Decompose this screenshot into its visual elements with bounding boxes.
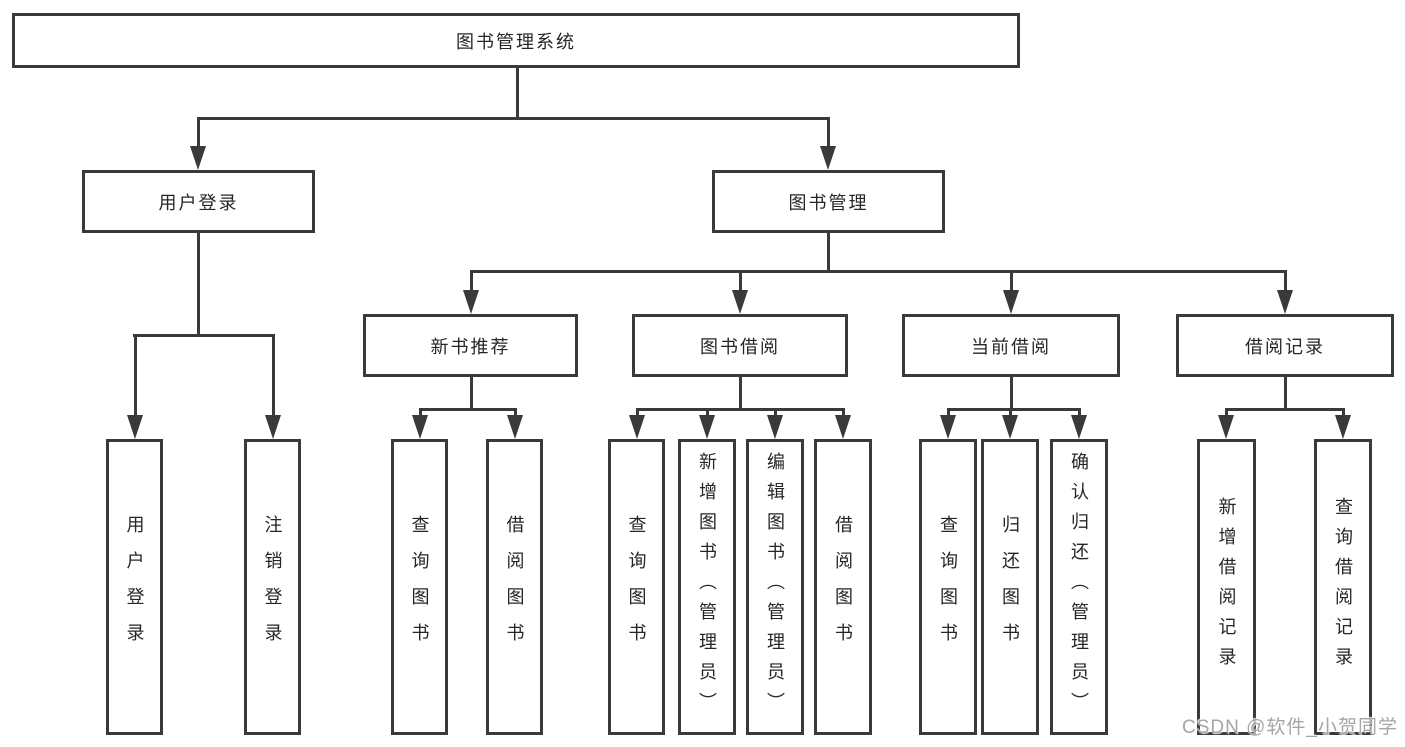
- node-book-mgmt-label: 图书管理: [788, 192, 869, 213]
- arrow-down-icon: [629, 415, 645, 439]
- node-book-mgmt: 图书管理: [712, 170, 945, 233]
- node-user-login-label: 用户登录: [158, 192, 239, 213]
- arrow-down-icon: [412, 415, 428, 439]
- connector-newbooks-stem: [470, 377, 473, 410]
- connector-leaf-stem: [1225, 408, 1228, 418]
- arrow-down-icon: [940, 415, 956, 439]
- node-user-login: 用户登录: [82, 170, 315, 233]
- connector-mgmt-bar: [470, 270, 1287, 273]
- node-leaf-return-books: 归还图书: [981, 439, 1039, 735]
- node-leaf-query-books-3: 查询图书: [919, 439, 977, 735]
- arrow-down-icon: [1335, 415, 1351, 439]
- arrow-down-icon: [127, 415, 143, 439]
- arrow-down-icon: [820, 146, 836, 170]
- node-book-borrow: 图书借阅: [632, 314, 848, 377]
- node-leaf-return-books-label: 归还图书: [1000, 515, 1020, 659]
- node-leaf-add-borrow-record-label: 新增借阅记录: [1216, 497, 1237, 677]
- connector-leaf-stem: [706, 408, 709, 418]
- node-new-book-rec: 新书推荐: [363, 314, 578, 377]
- connector-borrowing-bar: [636, 408, 845, 411]
- arrow-down-icon: [507, 415, 523, 439]
- node-leaf-logout: 注销登录: [244, 439, 301, 735]
- node-leaf-query-books-1: 查询图书: [391, 439, 448, 735]
- node-root-label: 图书管理系统: [456, 31, 576, 52]
- connector-to-mgmt-stem: [827, 117, 830, 147]
- node-new-book-rec-label: 新书推荐: [430, 336, 511, 357]
- connector-login-child2-stem: [272, 334, 275, 420]
- connector-borrowing-stem: [739, 377, 742, 410]
- connector-records-bar: [1225, 408, 1345, 411]
- node-leaf-query-books-1-label: 查询图书: [409, 515, 430, 659]
- connector-login-bar: [133, 334, 275, 337]
- node-borrow-records: 借阅记录: [1176, 314, 1394, 377]
- arrow-down-icon: [1002, 415, 1018, 439]
- arrow-down-icon: [1003, 290, 1019, 314]
- connector-leaf-stem: [1009, 408, 1012, 418]
- node-leaf-query-books-2: 查询图书: [608, 439, 665, 735]
- connector-leaf-stem: [947, 408, 950, 418]
- connector-login-stem: [197, 233, 200, 336]
- connector-to-newbooks-stem: [470, 270, 473, 292]
- connector-leaf-stem: [1078, 408, 1081, 418]
- node-leaf-query-borrow-record: 查询借阅记录: [1314, 439, 1372, 735]
- node-leaf-edit-books: 编辑图书（管理员）: [746, 439, 804, 735]
- node-leaf-borrow-books-2: 借阅图书: [814, 439, 872, 735]
- node-leaf-confirm-return-label: 确认归还（管理员）: [1069, 452, 1089, 722]
- arrow-down-icon: [265, 415, 281, 439]
- connector-to-login-stem: [197, 117, 200, 147]
- node-leaf-add-books-label: 新增图书（管理员）: [697, 452, 717, 722]
- arrow-down-icon: [699, 415, 715, 439]
- arrow-down-icon: [835, 415, 851, 439]
- arrow-down-icon: [463, 290, 479, 314]
- node-leaf-borrow-books-1: 借阅图书: [486, 439, 543, 735]
- node-borrow-records-label: 借阅记录: [1245, 336, 1325, 357]
- connector-root-bar: [197, 117, 830, 120]
- node-leaf-add-borrow-record: 新增借阅记录: [1197, 439, 1256, 735]
- connector-to-current-stem: [1010, 270, 1013, 292]
- node-book-borrow-label: 图书借阅: [700, 336, 780, 357]
- node-leaf-edit-books-label: 编辑图书（管理员）: [765, 452, 785, 722]
- connector-mgmt-stem: [827, 233, 830, 272]
- arrow-down-icon: [1218, 415, 1234, 439]
- connector-leaf-stem: [1342, 408, 1345, 418]
- node-current-borrow: 当前借阅: [902, 314, 1120, 377]
- node-leaf-query-borrow-record-label: 查询借阅记录: [1333, 497, 1353, 677]
- node-leaf-borrow-books-1-label: 借阅图书: [504, 515, 525, 659]
- node-leaf-query-books-3-label: 查询图书: [938, 515, 958, 659]
- connector-login-child1-stem: [134, 334, 137, 420]
- arrow-down-icon: [732, 290, 748, 314]
- connector-records-stem: [1284, 377, 1287, 410]
- node-root: 图书管理系统: [12, 13, 1020, 68]
- connector-leaf-stem: [419, 408, 422, 418]
- node-current-borrow-label: 当前借阅: [971, 336, 1051, 357]
- connector-root-stem: [516, 68, 519, 118]
- node-leaf-confirm-return: 确认归还（管理员）: [1050, 439, 1108, 735]
- node-leaf-user-login: 用户登录: [106, 439, 163, 735]
- connector-current-stem: [1010, 377, 1013, 410]
- connector-leaf-stem: [774, 408, 777, 418]
- arrow-down-icon: [1071, 415, 1087, 439]
- connector-newbooks-bar: [419, 408, 517, 411]
- connector-leaf-stem: [636, 408, 639, 418]
- connector-leaf-stem: [842, 408, 845, 418]
- connector-current-bar: [947, 408, 1081, 411]
- node-leaf-logout-label: 注销登录: [262, 515, 283, 659]
- connector-leaf-stem: [514, 408, 517, 418]
- node-leaf-borrow-books-2-label: 借阅图书: [833, 515, 853, 659]
- connector-to-records-stem: [1284, 270, 1287, 292]
- node-leaf-add-books: 新增图书（管理员）: [678, 439, 736, 735]
- arrow-down-icon: [190, 146, 206, 170]
- csdn-watermark: CSDN @软件_小贺同学: [1182, 717, 1398, 738]
- node-leaf-user-login-label: 用户登录: [124, 515, 145, 659]
- connector-to-borrowing-stem: [739, 270, 742, 292]
- node-leaf-query-books-2-label: 查询图书: [626, 515, 647, 659]
- arrow-down-icon: [767, 415, 783, 439]
- arrow-down-icon: [1277, 290, 1293, 314]
